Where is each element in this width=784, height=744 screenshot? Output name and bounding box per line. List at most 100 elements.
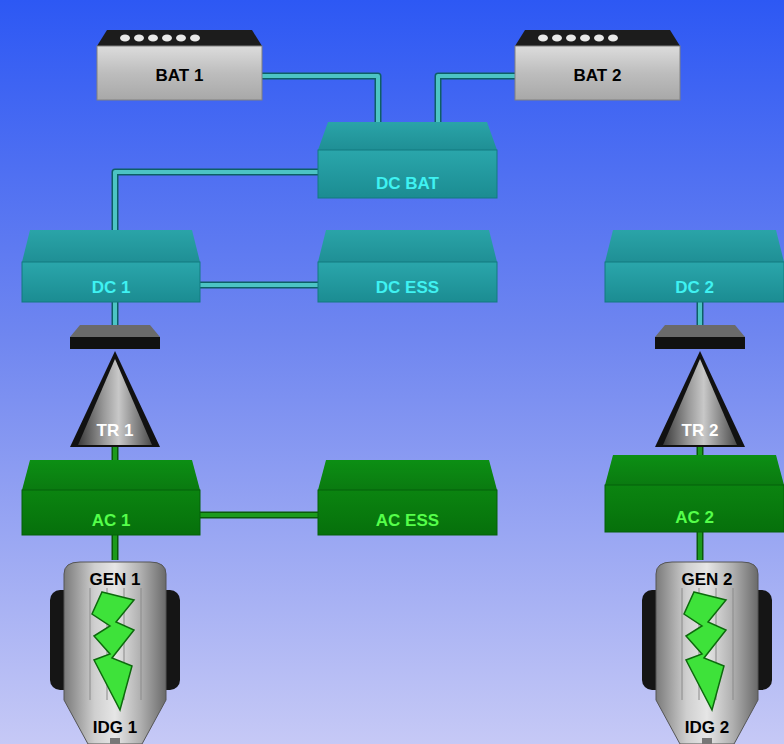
- node-label: TR 2: [682, 421, 719, 441]
- idg-label: IDG 1: [93, 718, 137, 738]
- slab-top: [318, 122, 497, 150]
- slab-front: [605, 485, 784, 532]
- battery-cell: [162, 35, 172, 42]
- node-shape: [97, 30, 262, 100]
- dc-bus-box: DC 1: [22, 230, 200, 302]
- feeder-core: [262, 76, 378, 122]
- slab-top: [605, 230, 784, 262]
- slab-top: [22, 230, 200, 262]
- dc-feeder: [262, 76, 378, 122]
- battery-front: [97, 46, 262, 100]
- feeder-core: [200, 283, 318, 287]
- feeder-outline: [697, 302, 704, 325]
- slab-front: [318, 262, 497, 302]
- battery-cell: [148, 35, 158, 42]
- feeder-outline: [697, 447, 704, 455]
- battery-cell: [134, 35, 144, 42]
- slab-front: [318, 150, 497, 198]
- generator-rib: [682, 588, 683, 700]
- feeder-core: [438, 76, 515, 122]
- battery-front: [515, 46, 680, 100]
- battery-box: BAT 2: [515, 30, 680, 100]
- battery-cell: [552, 35, 562, 42]
- feeder-outline: [115, 172, 318, 230]
- battery-cell: [176, 35, 186, 42]
- battery-cell: [190, 35, 200, 42]
- generator-rib: [141, 588, 142, 700]
- generator-body: [64, 562, 166, 744]
- feeder-outline: [200, 512, 318, 519]
- generator-label: GEN 2: [681, 570, 732, 590]
- ac-bus-box: AC 1: [22, 460, 200, 535]
- feeder-outline: [200, 282, 318, 289]
- node-label: DC ESS: [376, 278, 439, 298]
- transformer-cone: [70, 351, 160, 447]
- battery-cell: [538, 35, 548, 42]
- plate-front: [655, 337, 745, 349]
- plate-top: [70, 325, 160, 337]
- transformer-rectifier: TR 2: [655, 325, 745, 447]
- drive-shaft: [110, 738, 120, 744]
- dc-feeder: [438, 76, 515, 122]
- feeder-core: [698, 302, 702, 325]
- node-label: AC ESS: [376, 511, 439, 531]
- battery-cell: [594, 35, 604, 42]
- battery-cell: [120, 35, 130, 42]
- slab-top: [22, 460, 200, 490]
- feeder-core: [115, 172, 318, 230]
- dc-feeder: [200, 285, 318, 286]
- node-label: AC 1: [92, 511, 131, 531]
- feeder-outline: [112, 302, 119, 325]
- battery-cell: [580, 35, 590, 42]
- drive-shaft: [702, 738, 712, 744]
- plate-front: [70, 337, 160, 349]
- generator-label: GEN 1: [89, 570, 140, 590]
- battery-top: [515, 30, 680, 46]
- lightning-bolt: [92, 592, 134, 710]
- dc-feeder: [115, 302, 116, 325]
- slab-front: [22, 490, 200, 535]
- feeder-outline: [262, 76, 378, 122]
- dc-bus-box: DC ESS: [318, 230, 497, 302]
- node-label: AC 2: [675, 508, 714, 528]
- node-label: BAT 1: [156, 66, 204, 86]
- battery-cell: [608, 35, 618, 42]
- battery-cell: [566, 35, 576, 42]
- generator-idg: GEN 1 IDG 1: [50, 560, 180, 744]
- dc-feeder: [700, 302, 701, 325]
- node-shape: [515, 30, 680, 100]
- generator-rib: [90, 588, 91, 700]
- ac-bus-box: AC ESS: [318, 460, 497, 535]
- slab-top: [318, 460, 497, 490]
- feeder-outline: [112, 447, 119, 460]
- transformer-cone-face: [663, 359, 737, 445]
- feeder-core: [200, 513, 318, 517]
- ac-bus-box: AC 2: [605, 455, 784, 532]
- dc-bus-box: DC BAT: [318, 122, 497, 198]
- feeder-core: [698, 447, 702, 455]
- node-label: DC 1: [92, 278, 131, 298]
- generator-idg: GEN 2IDG 2: [642, 560, 772, 744]
- node-label: DC BAT: [376, 174, 439, 194]
- battery-box: BAT 1: [97, 30, 262, 100]
- node-label: BAT 2: [574, 66, 622, 86]
- feeder-outline: [112, 535, 119, 560]
- slab-top: [605, 455, 784, 485]
- dc-feeder: [115, 172, 318, 230]
- battery-top: [97, 30, 262, 46]
- generator-rib: [733, 588, 734, 700]
- ac-feeder: [700, 532, 701, 560]
- node-label: DC 2: [675, 278, 714, 298]
- feeder-core: [113, 447, 117, 460]
- transformer-rectifier: TR 1: [70, 325, 160, 447]
- generator-body: [656, 562, 758, 744]
- feeder-outline: [697, 532, 704, 560]
- slab-front: [605, 262, 784, 302]
- node-label: TR 1: [97, 421, 134, 441]
- slab-top: [318, 230, 497, 262]
- transformer-cone: [655, 351, 745, 447]
- feeder-core: [113, 535, 117, 560]
- feeder-core: [113, 302, 117, 325]
- ac-feeder: [115, 535, 116, 560]
